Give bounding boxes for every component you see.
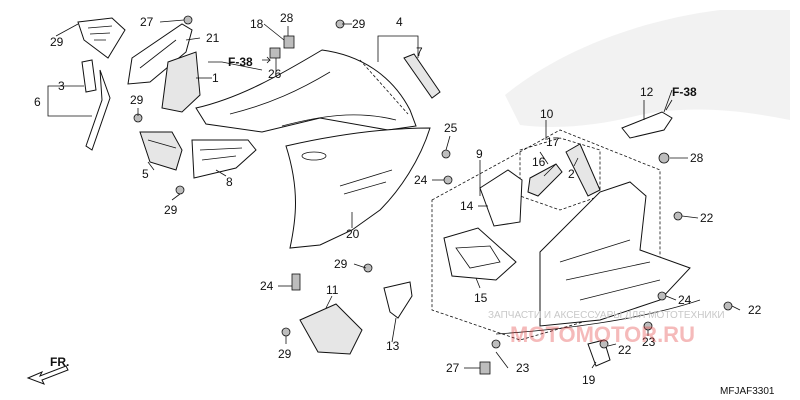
part-trim-strip (403, 53, 441, 99)
part-upper-cowl (195, 49, 417, 133)
callout-20: 20 (346, 227, 360, 241)
callout-29: 29 (164, 203, 178, 217)
callout-29: 29 (352, 17, 366, 31)
callout-3: 3 (58, 79, 65, 93)
callout-29: 29 (130, 93, 144, 107)
callout-26: 26 (268, 67, 282, 81)
fasteners (133, 15, 733, 375)
callout-12: 12 (640, 85, 654, 99)
part-gasket (443, 227, 517, 281)
callout-27: 27 (446, 361, 460, 375)
reference-labels: F-38 F-38 (228, 55, 697, 111)
part-side-stay (81, 59, 111, 151)
part-middle-cowl (285, 127, 431, 249)
callout-24: 24 (414, 173, 428, 187)
leader-lines (47, 19, 741, 369)
callout-24: 24 (678, 293, 692, 307)
callout-28: 28 (280, 11, 294, 25)
part-lower-cowl (495, 181, 701, 335)
front-direction-indicator: FR. (26, 355, 69, 385)
callout-6: 6 (34, 95, 41, 109)
callout-9: 9 (476, 147, 483, 161)
front-label: FR. (50, 355, 69, 369)
callout-23: 23 (516, 361, 530, 375)
callout-25: 25 (444, 121, 458, 135)
callout-29: 29 (50, 35, 64, 49)
callout-29: 29 (278, 347, 292, 361)
callout-13: 13 (386, 339, 400, 353)
callout-1: 1 (212, 71, 219, 85)
ref-arrow-right (665, 99, 673, 111)
ref-arrow-left (262, 56, 271, 64)
callout-24: 24 (260, 279, 274, 293)
callout-numbers: 29 27 21 18 28 29 4 7 26 3 6 1 29 5 8 29… (34, 11, 762, 387)
callout-4: 4 (396, 15, 403, 29)
part-stay-bracket (621, 111, 673, 139)
inner-bracket-group-outline (519, 137, 601, 211)
callout-18: 18 (250, 17, 264, 31)
part-inner-grille (77, 17, 126, 59)
callout-22: 22 (748, 303, 762, 317)
part-upper-inner-cover (127, 23, 193, 85)
watermark-dot-pattern (505, 10, 790, 127)
part-inner-panel (191, 139, 257, 179)
callout-8: 8 (226, 175, 233, 189)
callout-10: 10 (540, 107, 554, 121)
callout-17: 17 (546, 135, 560, 149)
callout-27: 27 (140, 15, 154, 29)
callout-2: 2 (568, 167, 575, 181)
callout-15: 15 (474, 291, 488, 305)
callout-11: 11 (326, 283, 339, 297)
callout-5: 5 (142, 167, 149, 181)
callout-16: 16 (532, 155, 546, 169)
watermark: ЗАПЧАСТИ И АКСЕССУАРЫ ДЛЯ МОТОТЕХНИКИ MO… (488, 310, 725, 347)
watermark-text: ЗАПЧАСТИ И АКСЕССУАРЫ ДЛЯ МОТОТЕХНИКИ (488, 310, 725, 321)
watermark-brand: MOTOMOTOR.RU (510, 322, 695, 347)
callout-22: 22 (618, 343, 632, 357)
callout-28: 28 (690, 151, 704, 165)
ref-f38-left: F-38 (228, 55, 253, 69)
ref-f38-right: F-38 (672, 85, 697, 99)
front-arrow-icon (26, 365, 69, 385)
part-inner-duct (161, 51, 201, 113)
callout-7: 7 (416, 45, 423, 59)
callout-22: 22 (700, 211, 714, 225)
callout-29: 29 (334, 257, 348, 271)
part-inner-brackets (527, 143, 601, 197)
lower-cowl-group-outline (431, 129, 661, 341)
callout-19: 19 (582, 373, 596, 387)
callout-23: 23 (642, 335, 656, 349)
part-small-cover (299, 303, 363, 355)
callout-21: 21 (206, 31, 220, 45)
part-clip-bracket (383, 281, 413, 319)
part-lower-bracket (139, 131, 183, 171)
callout-14: 14 (460, 199, 474, 213)
part-heat-plate (479, 169, 523, 227)
diagram-code: MFJAF3301 (720, 386, 775, 397)
